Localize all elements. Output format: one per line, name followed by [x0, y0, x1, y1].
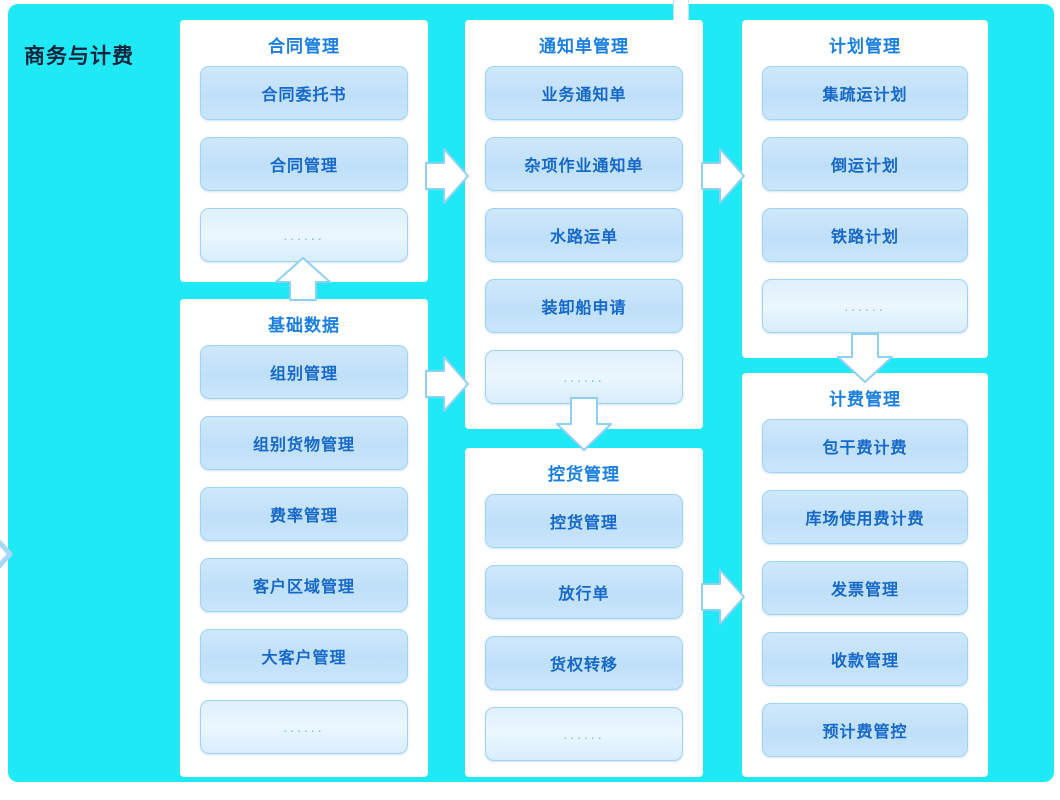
arrow-notice-to-cargo-control — [553, 396, 615, 452]
panel-plan: 计划管理 集疏运计划 倒运计划 铁路计划 ...... — [742, 20, 988, 358]
item-basic-data-5[interactable]: ...... — [200, 700, 408, 754]
panel-title-cargo-control: 控货管理 — [548, 465, 620, 484]
item-basic-data-0[interactable]: 组别管理 — [200, 345, 408, 399]
panel-basic-data: 基础数据 组别管理 组别货物管理 费率管理 客户区域管理 大客户管理 .....… — [180, 299, 428, 777]
item-basic-data-1[interactable]: 组别货物管理 — [200, 416, 408, 470]
panel-items-basic-data: 组别管理 组别货物管理 费率管理 客户区域管理 大客户管理 ...... — [180, 345, 428, 754]
item-basic-data-3[interactable]: 客户区域管理 — [200, 558, 408, 612]
item-billing-0[interactable]: 包干费计费 — [762, 419, 968, 473]
panel-title-billing: 计费管理 — [829, 390, 901, 409]
item-plan-2[interactable]: 铁路计划 — [762, 208, 968, 262]
panel-items-contract: 合同委托书 合同管理 ...... — [180, 66, 428, 262]
arrow-contract-to-notice — [424, 145, 470, 207]
item-contract-1[interactable]: 合同管理 — [200, 137, 408, 191]
panel-title-contract: 合同管理 — [268, 37, 340, 56]
arrow-cargo-control-to-billing — [700, 566, 746, 628]
item-contract-2[interactable]: ...... — [200, 208, 408, 262]
group-title: 商务与计费 — [24, 45, 134, 68]
item-cargo-control-1[interactable]: 放行单 — [485, 565, 683, 619]
item-notice-3[interactable]: 装卸船申请 — [485, 279, 683, 333]
item-billing-2[interactable]: 发票管理 — [762, 561, 968, 615]
item-notice-0[interactable]: 业务通知单 — [485, 66, 683, 120]
item-cargo-control-0[interactable]: 控货管理 — [485, 494, 683, 548]
panel-items-plan: 集疏运计划 倒运计划 铁路计划 ...... — [742, 66, 988, 333]
panel-contract: 合同管理 合同委托书 合同管理 ...... — [180, 20, 428, 282]
panel-billing: 计费管理 包干费计费 库场使用费计费 发票管理 收款管理 预计费管控 — [742, 373, 988, 777]
item-basic-data-4[interactable]: 大客户管理 — [200, 629, 408, 683]
panel-title-basic-data: 基础数据 — [268, 316, 340, 335]
panel-title-plan: 计划管理 — [829, 37, 901, 56]
arrow-notice-to-plan — [700, 145, 746, 207]
panel-items-cargo-control: 控货管理 放行单 货权转移 ...... — [465, 494, 703, 761]
top-connector-stub — [673, 0, 689, 22]
item-contract-0[interactable]: 合同委托书 — [200, 66, 408, 120]
item-notice-2[interactable]: 水路运单 — [485, 208, 683, 262]
item-billing-3[interactable]: 收款管理 — [762, 632, 968, 686]
item-plan-1[interactable]: 倒运计划 — [762, 137, 968, 191]
item-notice-1[interactable]: 杂项作业通知单 — [485, 137, 683, 191]
item-cargo-control-2[interactable]: 货权转移 — [485, 636, 683, 690]
panel-notice: 通知单管理 业务通知单 杂项作业通知单 水路运单 装卸船申请 ...... — [465, 20, 703, 429]
panel-cargo-control: 控货管理 控货管理 放行单 货权转移 ...... — [465, 448, 703, 777]
item-cargo-control-3[interactable]: ...... — [485, 707, 683, 761]
panel-items-billing: 包干费计费 库场使用费计费 发票管理 收款管理 预计费管控 — [742, 419, 988, 757]
item-notice-4[interactable]: ...... — [485, 350, 683, 404]
item-billing-4[interactable]: 预计费管控 — [762, 703, 968, 757]
arrow-basic-data-to-notice — [424, 353, 470, 415]
edge-chevron-left — [0, 528, 14, 585]
arrow-basic-data-to-contract — [272, 256, 334, 302]
item-basic-data-2[interactable]: 费率管理 — [200, 487, 408, 541]
panel-title-notice: 通知单管理 — [539, 37, 629, 56]
item-plan-0[interactable]: 集疏运计划 — [762, 66, 968, 120]
item-billing-1[interactable]: 库场使用费计费 — [762, 490, 968, 544]
arrow-plan-to-billing — [834, 332, 896, 384]
item-plan-3[interactable]: ...... — [762, 279, 968, 333]
panel-items-notice: 业务通知单 杂项作业通知单 水路运单 装卸船申请 ...... — [465, 66, 703, 404]
